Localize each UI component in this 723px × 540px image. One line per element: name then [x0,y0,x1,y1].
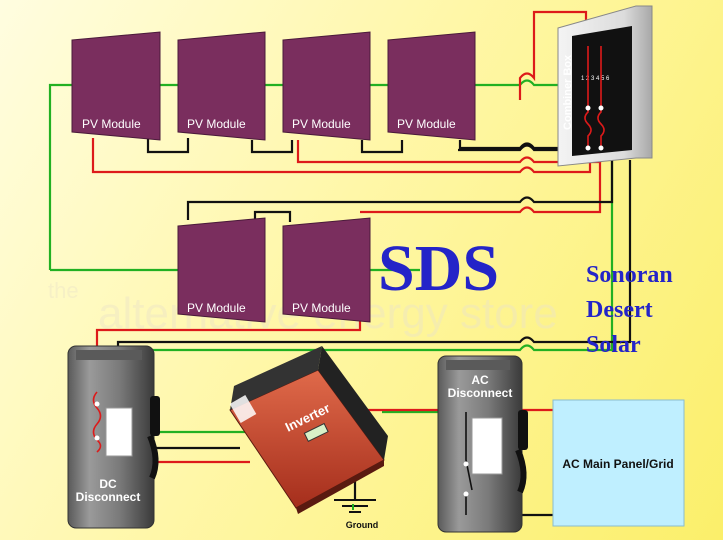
combiner-box[interactable]: Combiner Box 1 2 3 4 5 6 [557,5,653,167]
black-wire-row1 [458,140,582,160]
pv-array-row1: PV Module PV Module PV Module PV Module [71,31,476,141]
dc-disconnect-label-line1: DC [99,477,117,491]
dc-disconnect-fuse [92,391,102,453]
combiner-terminal-2 [598,105,604,111]
ac-disconnect-handle[interactable] [518,410,528,450]
inverter-base [296,460,384,514]
black-wire-row1-c [458,144,560,152]
pv-module-2[interactable]: PV Module [177,31,266,141]
combiner-terminal-4 [598,145,604,151]
dc-disconnect-window [105,407,133,457]
pv-array-row2: PV Module PV Module [177,217,371,323]
dc-disconnect-lever [147,434,159,480]
pv-module-3[interactable]: PV Module [282,31,371,141]
black-wire-row1-links [146,138,404,154]
ac-disconnect-window [471,417,503,475]
inverter-badge [229,394,257,424]
pv-module-4-label: PV Module [397,117,456,131]
red-wire-row2 [360,160,602,214]
dc-disconnect[interactable]: DC Disconnect [67,345,160,529]
ac-disconnect-terminal-a [463,461,469,467]
logo-name-line1: Sonoran [586,262,673,288]
dc-disconnect-handle[interactable] [150,396,160,436]
pv-module-5-label: PV Module [187,301,246,315]
pv-module-1-label: PV Module [82,117,141,131]
ac-main-panel-label: AC Main Panel/Grid [562,457,673,471]
pv-module-6[interactable]: PV Module [282,217,371,323]
ac-disconnect-label-line1: AC [471,373,489,387]
red-wire-row1 [91,138,592,174]
pv-module-2-label: PV Module [187,117,246,131]
pv-module-5[interactable]: PV Module [177,217,266,323]
pv-module-3-label: PV Module [292,117,351,131]
red-wire-top [518,10,588,100]
pv-module-4[interactable]: PV Module [387,31,476,141]
pv-module-1[interactable]: PV Module [71,31,161,141]
inverter-top [230,346,322,410]
combiner-fuses [584,46,605,150]
combiner-terminal-1 [585,105,591,111]
inverter-side [318,346,388,460]
dc-disconnect-label-line2: Disconnect [76,490,141,504]
ac-main-panel[interactable]: AC Main Panel/Grid [552,399,685,527]
logo-letters: SDS [378,232,499,305]
combiner-box-label: Combiner Box [562,54,574,130]
red-wire-row1-b [296,140,602,164]
combiner-terminal-3 [585,145,591,151]
watermark-line1: the [48,278,79,303]
inverter-display [303,422,329,442]
ac-disconnect[interactable]: AC Disconnect [437,355,528,533]
ac-disconnect-switch [465,412,473,515]
combiner-terminal-numbers: 1 2 3 4 5 6 [581,76,610,82]
black-wire-row2-top [186,160,614,220]
ground-wire-lower [138,160,614,352]
inverter[interactable]: Inverter [229,346,388,514]
pv-module-6-label: PV Module [292,301,351,315]
ac-disconnect-top [446,360,510,370]
logo-name-line2: Desert [586,297,653,323]
logo-name-line3: Solar [586,332,641,358]
black-wire-lower [116,160,632,390]
ground-label: Ground [346,520,379,530]
ground-symbol: Ground [334,499,379,530]
dc-disconnect-top [76,350,142,360]
dc-disconnect-terminal-a [94,401,100,407]
ac-disconnect-lever [515,448,527,494]
ac-disconnect-label-line2: Disconnect [448,386,513,400]
sds-logo: SDS Sonoran Desert Solar [378,232,673,358]
ac-disconnect-terminal-b [463,491,469,497]
dc-disconnect-terminal-b [94,435,100,441]
black-wire-row2-links [253,210,292,222]
